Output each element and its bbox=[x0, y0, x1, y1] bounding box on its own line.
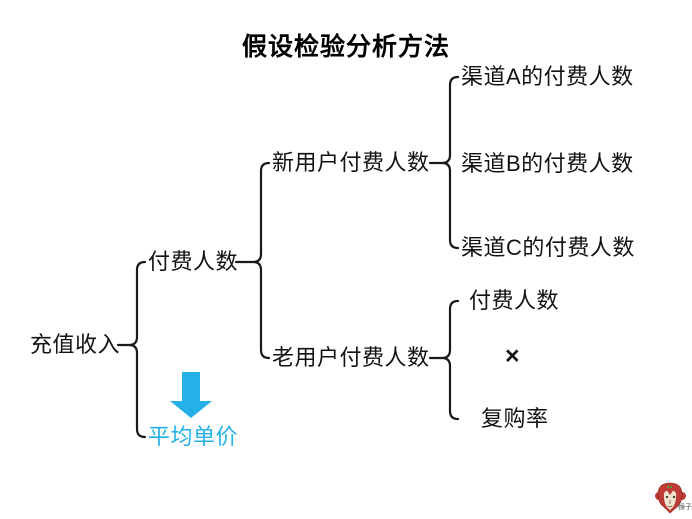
brace-new-user-channels bbox=[440, 75, 460, 250]
node-average-unit-price: 平均单价 bbox=[148, 423, 239, 449]
node-channel-b-paying: 渠道B的付费人数 bbox=[461, 150, 634, 176]
node-paying-users: 付费人数 bbox=[148, 248, 239, 274]
multiply-sign: × bbox=[505, 342, 521, 370]
brace-level1 bbox=[127, 260, 147, 439]
node-old-user-paying: 老用户付费人数 bbox=[272, 344, 430, 370]
brace-old-user-factors bbox=[440, 299, 460, 421]
diagram-title: 假设检验分析方法 bbox=[241, 33, 450, 61]
node-repurchase-rate: 复购率 bbox=[481, 405, 549, 431]
node-channel-c-paying: 渠道C的付费人数 bbox=[461, 234, 635, 260]
monkey-logo-icon: 猴子 bbox=[655, 482, 692, 514]
brace-level2 bbox=[251, 161, 271, 360]
watermark-label: 猴子 bbox=[678, 502, 692, 511]
node-old-paying-count: 付费人数 bbox=[469, 287, 560, 313]
node-channel-a-paying: 渠道A的付费人数 bbox=[461, 63, 634, 89]
down-arrow-icon bbox=[170, 372, 212, 418]
node-recharge-revenue: 充值收入 bbox=[30, 331, 121, 357]
node-new-user-paying: 新用户付费人数 bbox=[272, 149, 430, 175]
